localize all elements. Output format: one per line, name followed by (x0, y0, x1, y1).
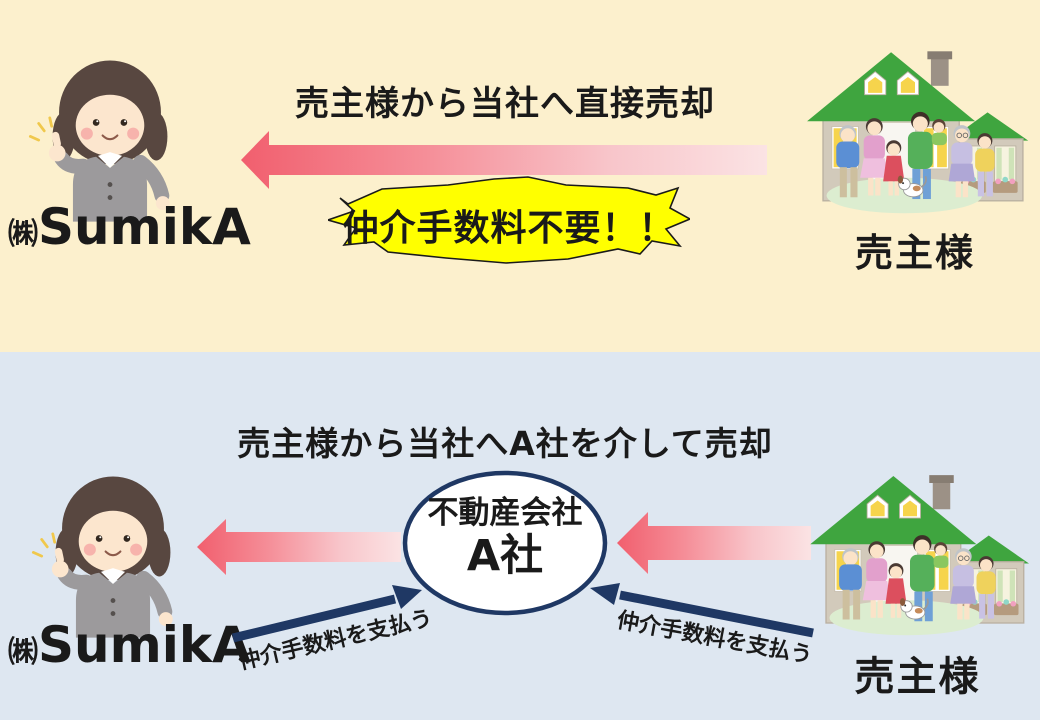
direct-sale-arrow (241, 131, 767, 189)
company-prefix: ㈱ (8, 217, 38, 252)
direct-sale-title: 売主様から当社へ直接売却 (295, 84, 715, 124)
sale-arrow-a-to-company (197, 519, 401, 575)
no-fee-burst-label: 仲介手数料不要！！ (342, 208, 676, 249)
sale-arrow-house-to-a (617, 512, 811, 574)
fee-arrow-company-to-a (231, 585, 422, 643)
company-agent-illustration-bottom (25, 452, 201, 638)
intermediary-type-label: 不動産会社 (427, 495, 583, 531)
fee-arrow-house-to-a (590, 583, 814, 638)
intermediary-name: 不動産会社 A社 (405, 495, 605, 581)
intermediary-oval (402, 470, 608, 616)
no-fee-burst (328, 176, 690, 264)
company-label-top: ㈱SumikA (8, 198, 251, 256)
company-prefix: ㈱ (8, 635, 38, 670)
company-name: SumikA (38, 198, 251, 256)
company-name: SumikA (38, 616, 251, 674)
seller-label-top: 売主様 (854, 231, 975, 275)
company-agent-illustration-top (22, 36, 198, 222)
seller-house-illustration-bottom (809, 474, 1030, 637)
seller-label-bottom: 売主様 (854, 654, 981, 700)
seller-house-illustration-top (806, 50, 1030, 215)
via-agent-title: 売主様から当社へA社を介して売却 (237, 424, 773, 463)
company-label-bottom: ㈱SumikA (8, 616, 251, 674)
intermediary-company-label: A社 (466, 530, 544, 581)
